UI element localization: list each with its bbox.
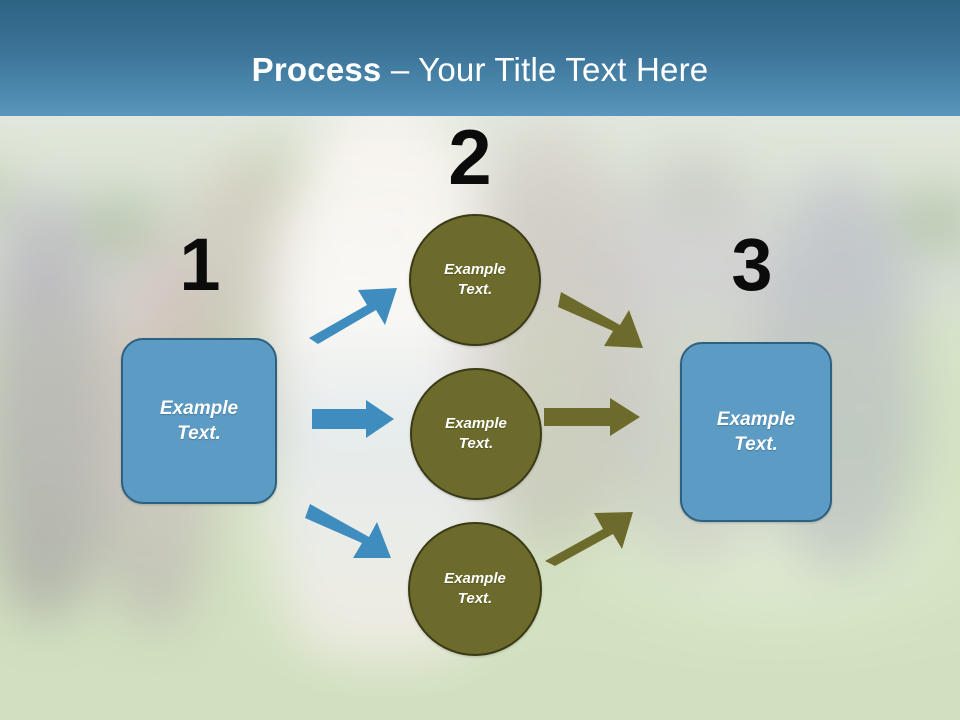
- process-box-left-line2: Text.: [177, 423, 221, 444]
- process-box-right[interactable]: Example Text.: [680, 342, 832, 522]
- process-box-left-text: Example Text.: [160, 396, 238, 446]
- page-title: Process – Your Title Text Here: [0, 50, 960, 90]
- process-circle-bottom-line2: Text.: [457, 590, 493, 607]
- process-circle-top[interactable]: Example Text.: [409, 214, 541, 346]
- process-circle-middle[interactable]: Example Text.: [410, 368, 542, 500]
- process-circle-middle-line2: Text.: [458, 435, 494, 452]
- olive-arrow-up-right: [545, 512, 633, 566]
- process-circle-bottom[interactable]: Example Text.: [408, 522, 542, 656]
- process-box-right-line2: Text.: [734, 434, 778, 455]
- page-title-bold: Process: [251, 51, 382, 88]
- step-number-3: 3: [731, 223, 773, 306]
- process-box-right-text: Example Text.: [717, 407, 795, 457]
- title-banner: [0, 0, 960, 116]
- process-circle-bottom-text: Example Text.: [444, 569, 506, 609]
- blue-arrow-right: [312, 400, 394, 438]
- process-circle-top-text: Example Text.: [444, 260, 506, 300]
- step-number-1: 1: [179, 223, 221, 306]
- olive-arrow-down-right: [558, 292, 643, 348]
- step-number-2: 2: [448, 113, 492, 201]
- blue-arrow-down-right: [305, 504, 391, 558]
- process-circle-middle-line1: Example: [445, 415, 507, 433]
- process-circle-top-line1: Example: [444, 261, 506, 279]
- process-box-left[interactable]: Example Text.: [121, 338, 277, 504]
- process-circle-middle-text: Example Text.: [445, 414, 507, 454]
- process-circle-bottom-line1: Example: [444, 570, 506, 588]
- page-title-regular: – Your Title Text Here: [381, 51, 709, 88]
- process-box-left-line1: Example: [159, 397, 239, 419]
- olive-arrow-right: [544, 398, 640, 436]
- process-circle-top-line2: Text.: [457, 281, 493, 298]
- process-box-right-line1: Example: [716, 408, 796, 430]
- blue-arrow-up-right: [309, 288, 397, 344]
